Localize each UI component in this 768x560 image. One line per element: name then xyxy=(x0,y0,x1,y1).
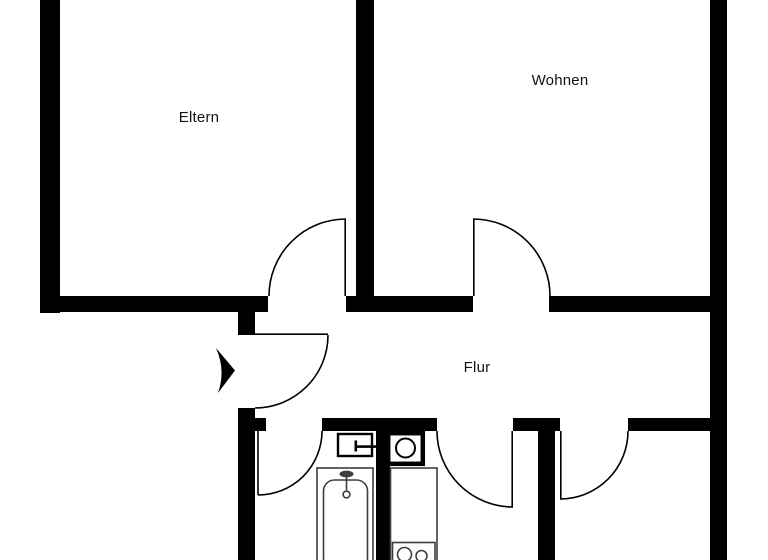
kitchen-fixtures xyxy=(389,467,438,560)
door-swing-icon xyxy=(559,430,629,500)
room-label-wohnen: Wohnen xyxy=(531,72,589,89)
door-entrance xyxy=(254,333,329,409)
stove-icon xyxy=(391,541,436,560)
doors xyxy=(254,218,629,508)
washbasin-icon xyxy=(336,432,380,458)
door-swing-icon xyxy=(268,218,347,297)
room-label-eltern: Eltern xyxy=(178,109,220,126)
bathroom-fixtures xyxy=(316,430,426,560)
door-eltern xyxy=(268,218,347,297)
door-swing-icon xyxy=(472,218,551,297)
bathtub-icon xyxy=(316,467,374,560)
door-kitchen xyxy=(436,430,514,508)
wall-flur-top-left xyxy=(40,296,268,312)
door-wohnen xyxy=(472,218,551,297)
wall-flur-bottom-left xyxy=(322,418,437,431)
wall-flur-top-right xyxy=(549,296,727,312)
wall-left-exterior xyxy=(40,0,60,313)
wall-flur-bottom-right xyxy=(628,418,710,431)
door-swing-icon xyxy=(254,334,329,409)
wall-eltern-wohnen-divider xyxy=(356,0,374,312)
entrance-arrow-icon xyxy=(216,348,235,393)
wall-flur-bottom-middle xyxy=(513,418,560,431)
toilet-icon xyxy=(385,430,426,467)
wall-left-corridor-lower xyxy=(238,408,255,560)
door-bathroom xyxy=(257,430,323,496)
wall-right-exterior xyxy=(710,0,727,560)
wall-entrance-jamb-top xyxy=(238,311,255,335)
wall-bath-jamb-left xyxy=(255,418,266,431)
door-swing-icon xyxy=(257,430,323,496)
door-lower-right-room xyxy=(559,430,629,500)
wall-flur-top-middle xyxy=(346,296,473,312)
room-label-flur: Flur xyxy=(463,359,491,376)
wall-kitchen-room-divider xyxy=(538,431,555,560)
door-swing-icon xyxy=(436,430,514,508)
walls xyxy=(40,0,727,560)
